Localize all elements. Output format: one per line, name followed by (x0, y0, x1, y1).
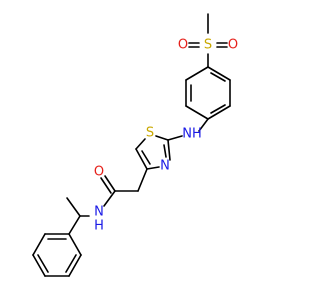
bond-ring1-d (185, 105, 209, 120)
bond-ring2-a (68, 233, 82, 256)
atom-o-sulfone-right: O (228, 38, 238, 53)
bond-ring-nh (198, 118, 209, 132)
molecule-drawing: O S O NH S N O N H (32, 13, 238, 277)
atom-n-amide: N (94, 205, 104, 220)
bond-ring2-d (32, 254, 46, 277)
bond-thz-n-c2 (167, 139, 171, 161)
bond-ch-phenyl (68, 215, 81, 235)
bond-ring2-inner-b (65, 254, 77, 273)
bond-ring1-f (185, 66, 209, 81)
bond-thz-c4-n (146, 166, 160, 170)
structure-diagram: O S O NH S N O N H (32, 13, 238, 277)
atom-n-thiazole: N (160, 159, 170, 174)
bond-ring2-e (32, 233, 46, 256)
atom-labels: O S O NH S N O N H (94, 38, 238, 234)
atom-o-sulfone-left: O (178, 38, 188, 53)
bond-nh-thiazole (167, 135, 183, 141)
bond-ring1-inner-a (210, 72, 226, 82)
atom-h-amide: H (94, 219, 104, 234)
atom-s-sulfone: S (204, 38, 212, 53)
bond-c-n (103, 190, 116, 207)
bond-thz-s-c5 (135, 138, 146, 150)
bond-ring1-a (207, 66, 231, 81)
bond-ring2-inner-c (37, 254, 49, 273)
bond-thz-c2-s (155, 135, 169, 141)
bonds (32, 13, 231, 277)
bond-c4-ch2 (137, 168, 148, 192)
atom-o-amide: O (94, 165, 104, 180)
bond-ring1-inner-b (210, 104, 226, 114)
bond-thz-c5-c4 (135, 148, 148, 170)
atom-amine-nh: NH (182, 127, 202, 142)
bond-thz-n-c2-inner (163, 144, 167, 158)
bond-ch-methyl (66, 197, 81, 217)
bond-c-o-a (104, 175, 116, 192)
atom-s-thiazole: S (146, 126, 154, 141)
bond-ring2-b (68, 254, 82, 277)
bond-c-o-b (100, 177, 112, 194)
bond-thz-c5-c4-inner (141, 150, 151, 165)
bond-ring1-c (207, 105, 231, 120)
